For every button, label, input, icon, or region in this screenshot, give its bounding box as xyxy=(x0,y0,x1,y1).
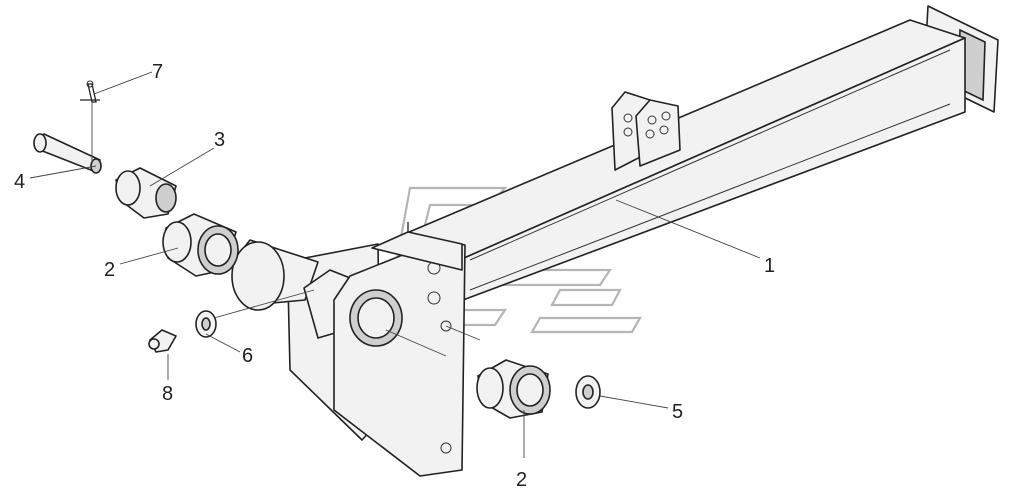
label-1: 1 xyxy=(764,255,775,277)
label-4: 4 xyxy=(14,171,25,193)
beam-tube xyxy=(394,5,999,301)
label-3: 3 xyxy=(214,129,225,151)
washer-bottom xyxy=(575,375,601,409)
label-8: 8 xyxy=(162,383,173,405)
label-6: 6 xyxy=(242,345,253,367)
bushing-bottom xyxy=(476,359,551,419)
label-7: 7 xyxy=(152,61,163,83)
leader-lines xyxy=(29,71,761,458)
cotter-pin xyxy=(80,80,100,103)
grease-nipple xyxy=(148,329,177,353)
bushing-left xyxy=(162,213,239,277)
spacer-sleeve xyxy=(115,167,177,219)
callout-labels: 1 2 2 3 4 5 6 7 8 xyxy=(14,61,775,491)
label-2-bottom: 2 xyxy=(516,469,527,491)
label-2-left: 2 xyxy=(104,259,115,281)
label-5: 5 xyxy=(672,401,683,423)
bracket-plate-assembly xyxy=(231,222,466,477)
washer-left xyxy=(195,310,217,338)
